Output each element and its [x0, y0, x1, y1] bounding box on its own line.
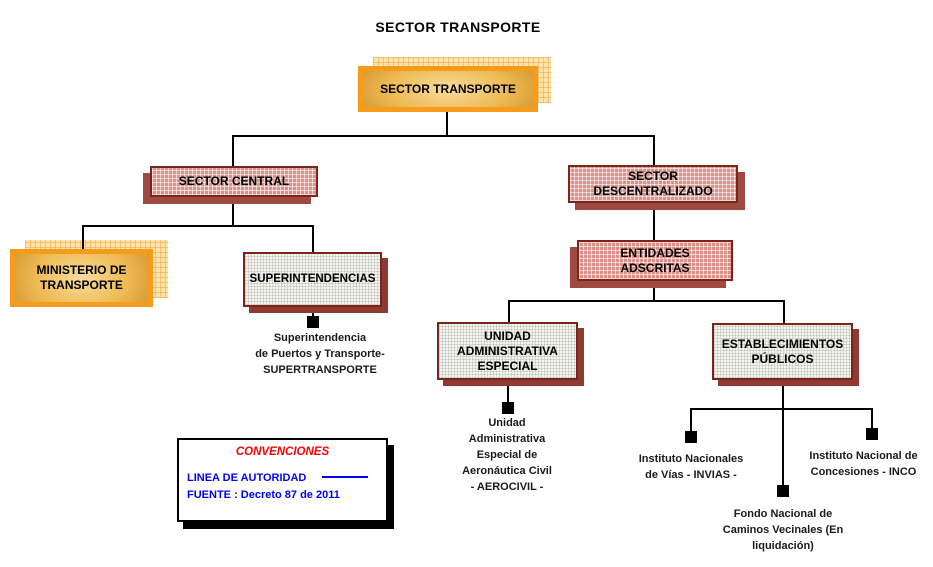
node-label: ESTABLECIMIENTOS PÚBLICOS	[721, 336, 844, 366]
node-sector-transporte-root: SECTOR TRANSPORTE	[358, 66, 538, 112]
connector-drop-inco	[871, 408, 873, 430]
connector-central-stem	[232, 196, 234, 227]
legend-authority-row: LINEA DE AUTORIDAD	[187, 470, 378, 487]
terminal-square-supertransporte	[307, 316, 319, 328]
connector-drop-establecimientos	[783, 300, 785, 324]
terminal-square-fondo	[777, 485, 789, 497]
connector-drop-sector-central	[232, 135, 234, 167]
node-superintendencias: SUPERINTENDENCIAS	[243, 252, 382, 307]
connector-supertransporte-stem	[312, 307, 314, 319]
node-establecimientos-publicos: ESTABLECIMIENTOS PÚBLICOS	[712, 323, 853, 380]
connector-descentralizado-stem	[653, 203, 655, 241]
connector-aerocivil-stem	[507, 380, 509, 404]
node-label: SECTOR DESCENTRALIZADO	[593, 169, 713, 198]
leaf-inco: Instituto Nacional de Concesiones - INCO	[809, 450, 918, 478]
node-label: MINISTERIO DE TRANSPORTE	[36, 263, 127, 292]
connector-drop-fondo	[782, 408, 784, 487]
connector-central-horizontal	[82, 225, 314, 227]
terminal-square-inco	[866, 428, 878, 440]
connector-drop-invias	[690, 408, 692, 433]
leaf-invias: Instituto Nacionales de Vías - INVIAS -	[638, 453, 744, 481]
node-unidad-administrativa-especial: UNIDAD ADMINISTRATIVA ESPECIAL	[437, 322, 578, 380]
connector-drop-ministerio	[82, 225, 84, 250]
connector-drop-superintendencias	[312, 225, 314, 253]
terminal-square-aerocivil	[502, 402, 514, 414]
legend-source-label: FUENTE : Decreto 87 de 2011	[187, 489, 340, 501]
node-ministerio-transporte: MINISTERIO DE TRANSPORTE	[10, 249, 153, 307]
legend-authority-label: LINEA DE AUTORIDAD	[187, 472, 307, 484]
node-label: SUPERINTENDENCIAS	[249, 273, 376, 286]
node-label: SECTOR TRANSPORTE	[380, 81, 516, 96]
connector-establecimientos-stem	[782, 380, 784, 409]
legend-title: CONVENCIONES	[235, 446, 330, 458]
connector-root-stem	[446, 111, 448, 137]
leaf-supertransporte: Superintendencia de Puertos y Transporte…	[255, 332, 385, 376]
node-entidades-adscritas: ENTIDADES ADSCRITAS	[577, 240, 733, 281]
connector-establecimientos-horizontal	[690, 408, 873, 410]
node-label: SECTOR CENTRAL	[178, 174, 290, 188]
page-title: SECTOR TRANSPORTE	[375, 19, 541, 35]
connector-entidades-horizontal	[508, 300, 785, 302]
leaf-fondo-caminos-vecinales: Fondo Nacional de Caminos Vecinales (En …	[722, 508, 844, 552]
legend-authority-line-sample	[322, 476, 369, 478]
leaf-aerocivil: Unidad Administrativa Especial de Aeroná…	[462, 417, 552, 493]
connector-level1-horizontal	[233, 135, 655, 137]
terminal-square-invias	[685, 431, 697, 443]
node-sector-descentralizado: SECTOR DESCENTRALIZADO	[568, 165, 738, 203]
node-label: UNIDAD ADMINISTRATIVA ESPECIAL	[457, 328, 558, 373]
connector-drop-sector-descentralizado	[653, 135, 655, 167]
legend-box: CONVENCIONES LINEA DE AUTORIDAD FUENTE :…	[177, 438, 388, 522]
node-sector-central: SECTOR CENTRAL	[150, 166, 318, 197]
node-label: ENTIDADES ADSCRITAS	[620, 245, 690, 275]
connector-entidades-stem	[653, 281, 655, 301]
connector-drop-unidad	[508, 300, 510, 323]
